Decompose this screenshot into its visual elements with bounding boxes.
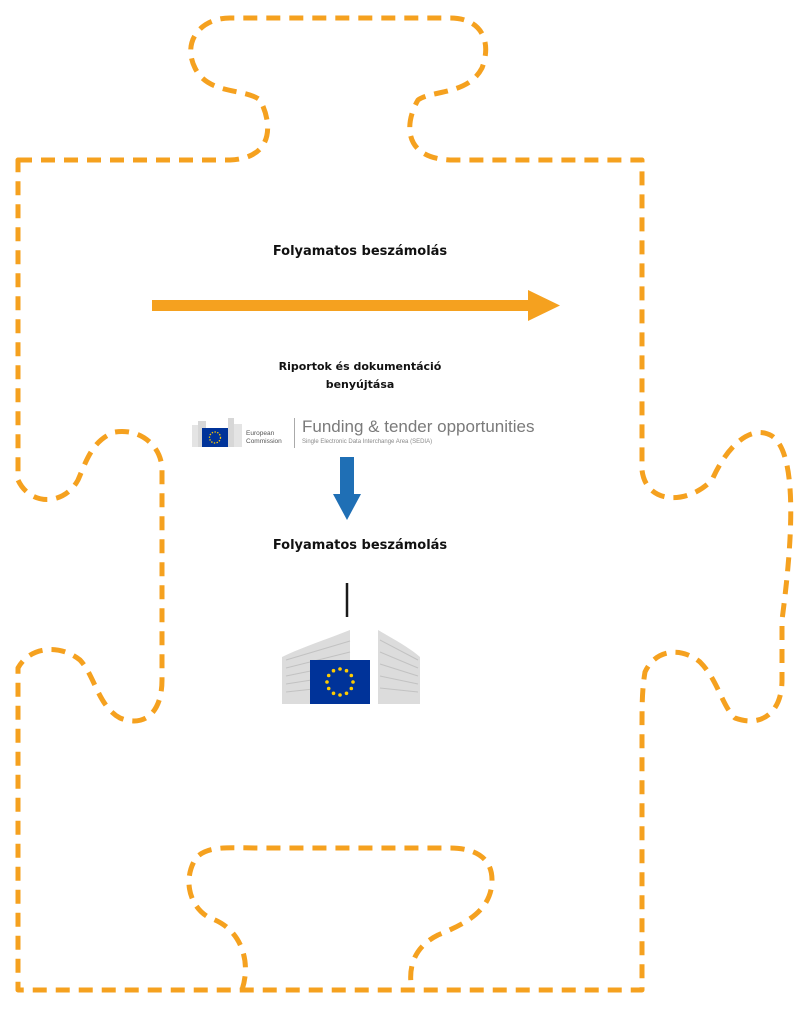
eu-flag-icon xyxy=(202,428,228,447)
puzzle-piece-bottom-notch xyxy=(186,845,495,991)
eu-commission-building-logo xyxy=(282,630,420,704)
puzzle-piece-outline xyxy=(15,15,794,993)
sedia-divider xyxy=(294,418,295,448)
eu-stars xyxy=(325,667,355,697)
eu-commission-mini-logo xyxy=(192,418,242,447)
bottom-label: Folyamatos beszámolás xyxy=(272,538,448,553)
submit-label-line2: benyújtása xyxy=(325,378,395,391)
eu-flag-large xyxy=(310,660,370,704)
top-label: Folyamatos beszámolás xyxy=(272,244,448,259)
right-arrow-icon xyxy=(152,290,560,321)
sedia-title: Funding & tender opportunities xyxy=(302,417,535,436)
submit-label-line1: Riportok és dokumentáció xyxy=(278,360,442,373)
sedia-org-line1: European xyxy=(246,430,275,437)
sedia-org-line2: Commission xyxy=(246,438,282,445)
sedia-subtitle: Single Electronic Data Interchange Area … xyxy=(302,439,433,445)
down-arrow-icon xyxy=(333,457,361,520)
sedia-org-name: European Commission xyxy=(246,430,282,446)
submit-label: Riportok és dokumentáció benyújtása xyxy=(220,358,500,394)
